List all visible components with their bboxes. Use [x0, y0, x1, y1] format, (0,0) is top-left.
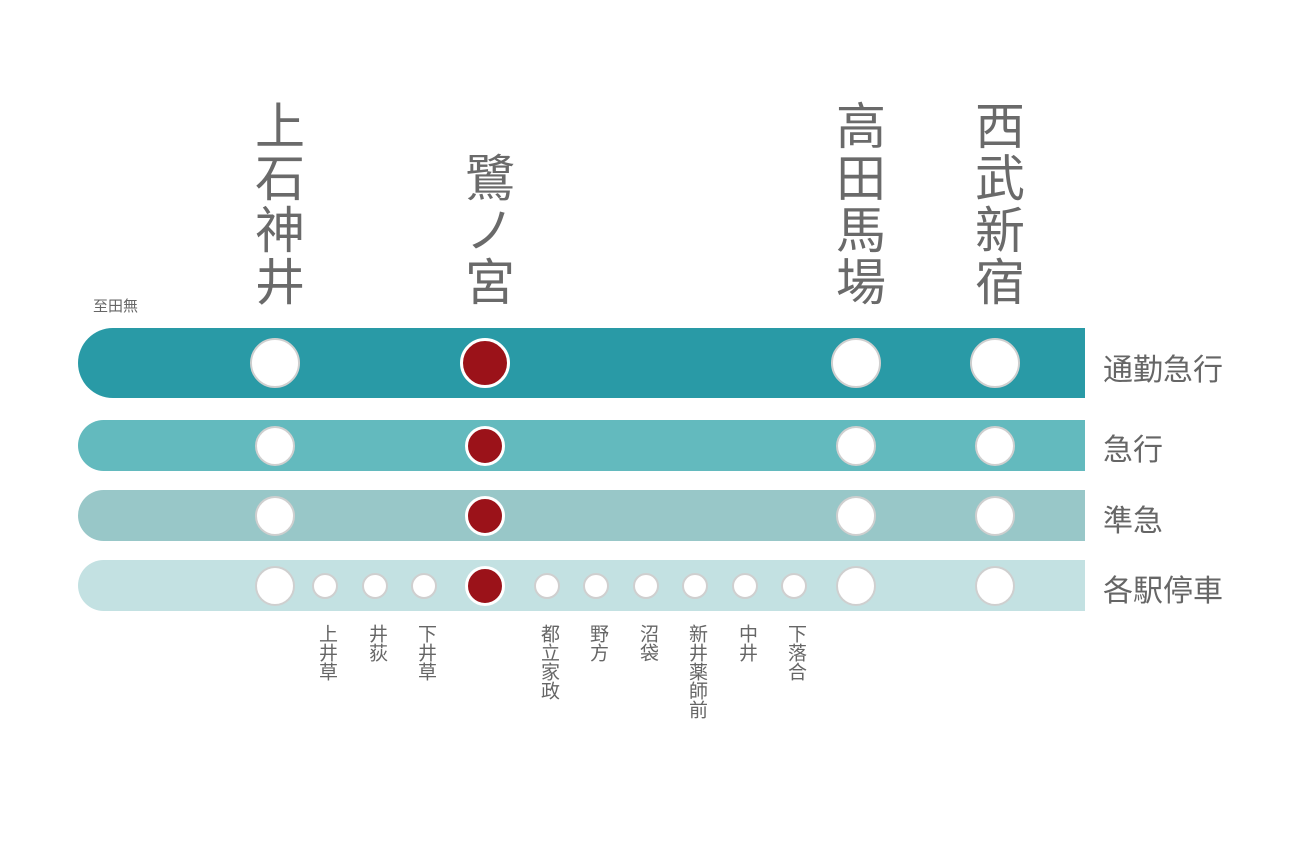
station-name-iogi: 井荻: [366, 624, 388, 662]
stop-nogata: [583, 573, 609, 599]
stop-kamishakujii: [255, 426, 295, 466]
station-name-seibu-shinjuku: 西武新宿: [967, 100, 1025, 308]
stop-kamishakujii: [255, 496, 295, 536]
stop-saginomiya-highlight: [460, 338, 510, 388]
stop-kamishakujii: [250, 338, 300, 388]
service-label-semi-express: 準急: [1103, 504, 1163, 539]
station-name-numabukuro: 沼袋: [637, 624, 659, 662]
service-label-local: 各駅停車: [1103, 574, 1223, 609]
stop-numabukuro: [633, 573, 659, 599]
station-name-shimoochiai: 下落合: [785, 624, 807, 681]
station-name-toritsukasei: 都立家政: [538, 624, 560, 700]
stop-saginomiya-highlight: [465, 566, 505, 606]
stop-seibu-shinjuku: [975, 496, 1015, 536]
direction-label: 至田無: [93, 297, 139, 315]
station-name-kamishakujii: 上石神井: [247, 100, 305, 308]
station-name-nogata: 野方: [587, 624, 609, 662]
stop-toritsukasei: [534, 573, 560, 599]
service-band-commuter-express: [78, 328, 1085, 398]
service-band-local: [78, 560, 1085, 611]
station-name-nakai: 中井: [736, 624, 758, 662]
stop-takadanobaba: [836, 426, 876, 466]
stop-iogi: [362, 573, 388, 599]
station-name-shimoigusa: 下井草: [415, 624, 437, 681]
stop-takadanobaba: [831, 338, 881, 388]
stop-kamiigusa: [312, 573, 338, 599]
stop-shimoigusa: [411, 573, 437, 599]
service-band-semi-express: [78, 490, 1085, 541]
stop-seibu-shinjuku: [975, 566, 1015, 606]
service-band-express: [78, 420, 1085, 471]
stop-araiyakushimae: [682, 573, 708, 599]
service-label-express: 急行: [1103, 433, 1163, 468]
stop-saginomiya-highlight: [465, 426, 505, 466]
station-name-takadanobaba: 高田馬場: [828, 100, 886, 308]
station-name-saginomiya: 鷺ノ宮: [457, 152, 515, 308]
stop-takadanobaba: [836, 496, 876, 536]
station-name-araiyakushimae: 新井薬師前: [686, 624, 708, 719]
stop-kamishakujii: [255, 566, 295, 606]
stop-seibu-shinjuku: [970, 338, 1020, 388]
stop-saginomiya-highlight: [465, 496, 505, 536]
service-label-commuter-express: 通勤急行: [1103, 353, 1223, 388]
stop-takadanobaba: [836, 566, 876, 606]
stop-seibu-shinjuku: [975, 426, 1015, 466]
stop-shimoochiai: [781, 573, 807, 599]
station-name-kamiigusa: 上井草: [316, 624, 338, 681]
stop-nakai: [732, 573, 758, 599]
